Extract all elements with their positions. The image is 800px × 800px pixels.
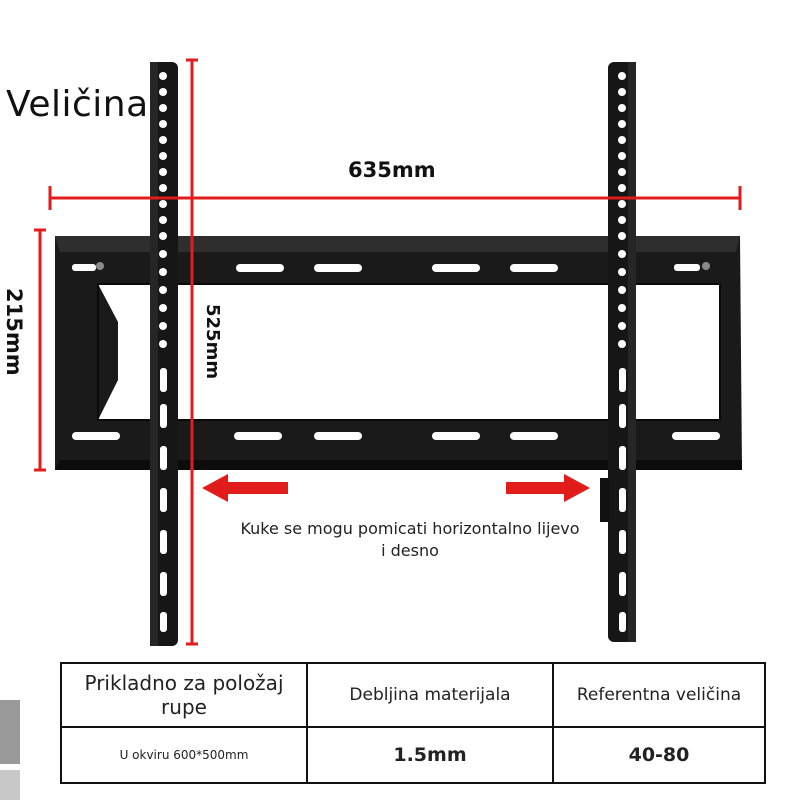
wall-plate bbox=[55, 236, 742, 470]
header-reference-size: Referentna veličina bbox=[552, 662, 766, 728]
hook-movement-note: Kuke se mogu pomicati horizontalno lijev… bbox=[240, 519, 580, 560]
spec-header-row: Prikladno za položaj rupe Debljina mater… bbox=[60, 662, 766, 728]
spec-table: Prikladno za položaj rupe Debljina mater… bbox=[60, 662, 766, 784]
height-left-dimension-label: 215mm bbox=[2, 288, 26, 376]
value-hole-position: U okviru 600*500mm bbox=[60, 726, 308, 784]
value-material-thickness: 1.5mm bbox=[306, 726, 554, 784]
edge-shade bbox=[0, 700, 20, 764]
value-reference-size: 40-80 bbox=[552, 726, 766, 784]
header-hole-position: Prikladno za položaj rupe bbox=[60, 662, 308, 728]
height-right-dimension-label: 525mm bbox=[202, 304, 223, 380]
tv-mount-illustration bbox=[34, 58, 742, 646]
header-material-thickness: Debljina materijala bbox=[306, 662, 554, 728]
arrow-right-icon bbox=[506, 474, 590, 502]
spec-value-row: U okviru 600*500mm 1.5mm 40-80 bbox=[60, 726, 766, 784]
width-dimension-label: 635mm bbox=[348, 158, 436, 182]
dimension-lines bbox=[34, 58, 742, 646]
left-vertical-arm bbox=[150, 62, 178, 646]
right-vertical-arm bbox=[600, 62, 636, 642]
arrow-left-icon bbox=[202, 474, 288, 502]
page-title: Veličina bbox=[6, 84, 149, 125]
edge-shade-lower bbox=[0, 770, 20, 800]
